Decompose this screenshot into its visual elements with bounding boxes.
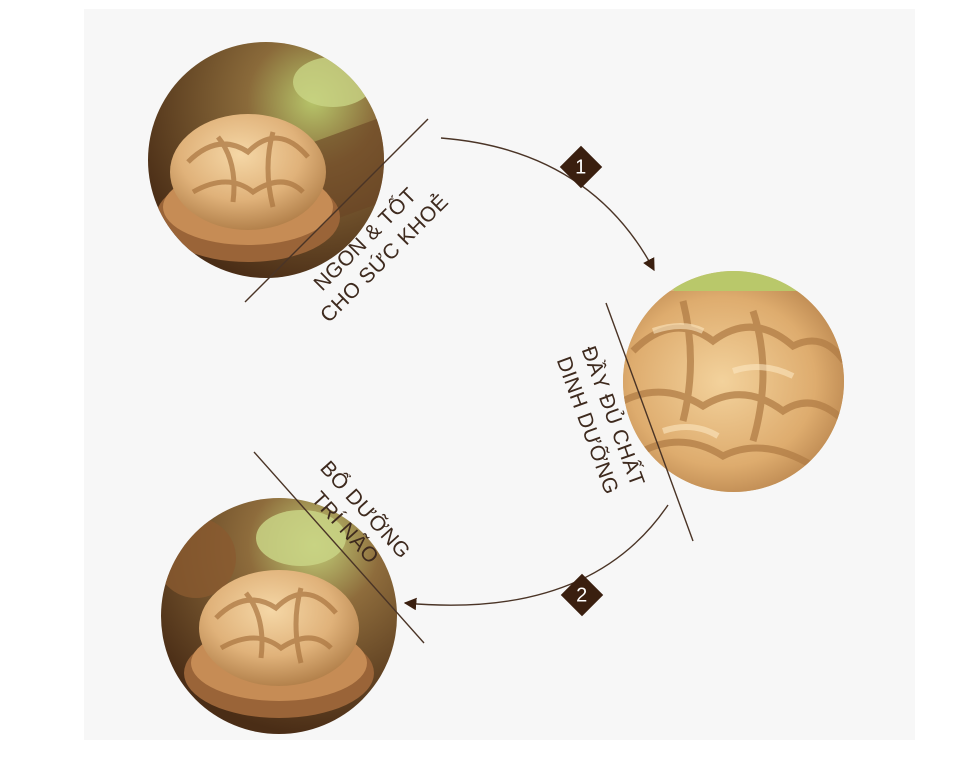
divider-line-3: [253, 451, 425, 644]
walnut-photo-top: [148, 42, 384, 278]
divider-line-1: [244, 118, 429, 303]
divider-line-2: [605, 302, 694, 542]
arrow-icon-2: [403, 504, 669, 611]
arrow-icon-1: [440, 137, 655, 272]
step-badge-2-number: 2: [576, 584, 588, 606]
walnut-closeup-photo: [623, 271, 844, 492]
walnut-photo-bottom: [161, 498, 397, 734]
step-badge-1-number: 1: [575, 156, 587, 178]
